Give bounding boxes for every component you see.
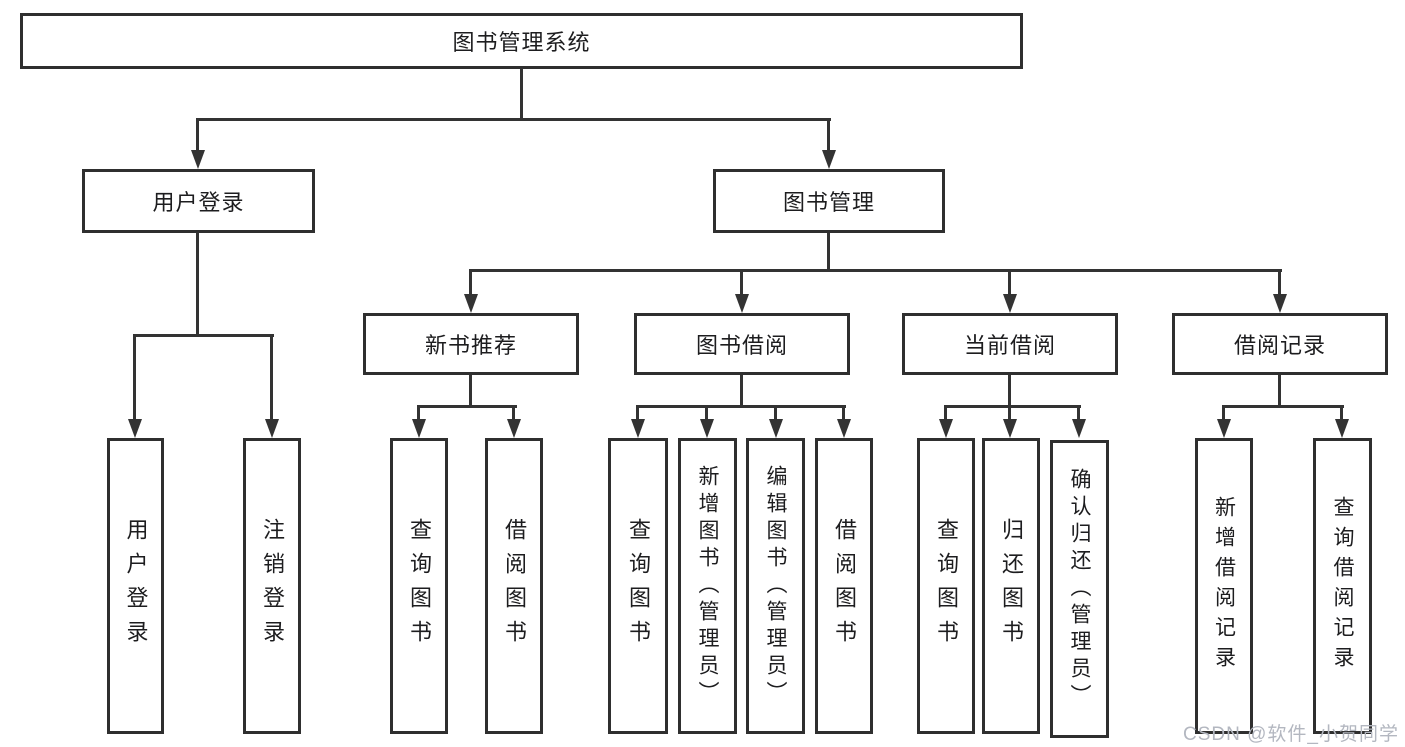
- connector-current-borrow-stem: [1008, 375, 1011, 408]
- leaf-g3-query-books-label: 查询图书: [626, 518, 651, 654]
- node-borrow-records: 借阅记录: [1172, 313, 1388, 375]
- arrowhead-leaf-user-login-icon: [128, 419, 142, 438]
- node-book-management-label: 图书管理: [782, 190, 875, 215]
- connector-user-login-rail: [133, 334, 274, 337]
- leaf-g3-add-books-admin: 新增图书（管理员）: [678, 438, 737, 734]
- arrowhead-leaf-logout-icon: [265, 419, 279, 438]
- connector-level2-rail: [196, 118, 831, 121]
- arrowhead-g4-return-icon: [1003, 419, 1017, 438]
- node-borrow-records-label: 借阅记录: [1233, 333, 1326, 358]
- node-user-login-label: 用户登录: [152, 190, 245, 215]
- connector-drop-book-management: [827, 118, 830, 152]
- connector-drop-leaf-user-login: [133, 334, 136, 422]
- arrowhead-g4-confirm-icon: [1072, 419, 1086, 438]
- connector-drop-g3-query: [636, 405, 639, 422]
- leaf-g2-query-books: 查询图书: [390, 438, 448, 734]
- connector-drop-book-borrow: [740, 269, 743, 296]
- arrowhead-new-book-icon: [464, 294, 478, 313]
- connector-book-borrow-stem: [740, 375, 743, 408]
- arrowhead-borrow-records-icon: [1273, 294, 1287, 313]
- connector-drop-g2-query: [417, 405, 420, 422]
- leaf-g2-borrow-books: 借阅图书: [485, 438, 543, 734]
- connector-drop-borrow-records: [1278, 269, 1281, 296]
- node-current-borrow: 当前借阅: [902, 313, 1118, 375]
- leaf-g3-borrow-books-label: 借阅图书: [832, 518, 857, 654]
- node-user-login: 用户登录: [82, 169, 315, 233]
- connector-new-book-stem: [469, 375, 472, 408]
- connector-borrow-records-stem: [1278, 375, 1281, 408]
- leaf-g5-query-borrow-record: 查询借阅记录: [1313, 438, 1372, 734]
- arrowhead-book-borrow-icon: [735, 294, 749, 313]
- arrowhead-g2-query-icon: [412, 419, 426, 438]
- arrowhead-g5-add-icon: [1217, 419, 1231, 438]
- arrowhead-book-management-icon: [822, 150, 836, 169]
- leaf-g3-edit-books-admin: 编辑图书（管理员）: [746, 438, 805, 734]
- leaf-g3-borrow-books: 借阅图书: [815, 438, 873, 734]
- leaf-g5-add-borrow-record: 新增借阅记录: [1195, 438, 1253, 734]
- arrowhead-g3-add-icon: [700, 419, 714, 438]
- arrowhead-current-borrow-icon: [1003, 294, 1017, 313]
- arrowhead-user-login-icon: [191, 150, 205, 169]
- connector-book-management-stem: [827, 233, 830, 271]
- leaf-g3-edit-books-admin-label: 编辑图书（管理员）: [764, 464, 787, 708]
- arrowhead-g2-borrow-icon: [507, 419, 521, 438]
- node-book-borrow-label: 图书借阅: [695, 333, 788, 358]
- leaf-g4-confirm-return-admin-label: 确认归还（管理员）: [1068, 467, 1091, 711]
- connector-borrow-records-rail: [1222, 405, 1344, 408]
- arrowhead-g3-query-icon: [631, 419, 645, 438]
- connector-drop-g2-borrow: [512, 405, 515, 422]
- leaf-g4-return-books: 归还图书: [982, 438, 1040, 734]
- connector-drop-g5-query: [1340, 405, 1343, 422]
- leaf-g3-query-books: 查询图书: [608, 438, 668, 734]
- connector-current-borrow-rail: [944, 405, 1081, 408]
- leaf-g3-add-books-admin-label: 新增图书（管理员）: [696, 464, 719, 708]
- leaf-g4-query-books: 查询图书: [917, 438, 975, 734]
- leaf-g2-borrow-books-label: 借阅图书: [502, 518, 527, 654]
- node-book-management: 图书管理: [713, 169, 945, 233]
- leaf-user-login-label: 用户登录: [123, 518, 149, 654]
- connector-drop-g3-borrow: [842, 405, 845, 422]
- node-new-book-recommend-label: 新书推荐: [424, 333, 517, 358]
- node-current-borrow-label: 当前借阅: [963, 333, 1056, 358]
- leaf-logout: 注销登录: [243, 438, 301, 734]
- node-library-system-label: 图书管理系统: [452, 30, 591, 55]
- connector-level3-rail: [469, 269, 1282, 272]
- node-new-book-recommend: 新书推荐: [363, 313, 579, 375]
- connector-user-login-stem: [196, 232, 199, 337]
- leaf-g5-add-borrow-record-label: 新增借阅记录: [1212, 496, 1236, 676]
- connector-new-book-rail: [417, 405, 517, 408]
- connector-drop-g4-confirm: [1077, 405, 1080, 422]
- connector-drop-g4-query: [944, 405, 947, 422]
- leaf-user-login: 用户登录: [107, 438, 164, 734]
- connector-drop-g3-add: [705, 405, 708, 422]
- arrowhead-g3-edit-icon: [769, 419, 783, 438]
- node-book-borrow: 图书借阅: [634, 313, 850, 375]
- connector-drop-g5-add: [1222, 405, 1225, 422]
- watermark: CSDN @软件_小贺同学: [1183, 724, 1399, 745]
- leaf-g4-query-books-label: 查询图书: [934, 518, 959, 654]
- connector-drop-g3-edit: [774, 405, 777, 422]
- leaf-g4-return-books-label: 归还图书: [999, 518, 1024, 654]
- node-library-system: 图书管理系统: [20, 13, 1023, 69]
- connector-drop-current-borrow: [1008, 269, 1011, 296]
- connector-drop-new-book: [469, 269, 472, 296]
- arrowhead-g3-borrow-icon: [837, 419, 851, 438]
- connector-book-borrow-rail: [636, 405, 846, 408]
- leaf-g5-query-borrow-record-label: 查询借阅记录: [1331, 496, 1354, 676]
- connector-drop-g4-return: [1008, 405, 1011, 422]
- arrowhead-g5-query-icon: [1335, 419, 1349, 438]
- leaf-g4-confirm-return-admin: 确认归还（管理员）: [1050, 440, 1109, 738]
- arrowhead-g4-query-icon: [939, 419, 953, 438]
- connector-root-stem: [520, 68, 523, 120]
- leaf-g2-query-books-label: 查询图书: [407, 518, 432, 654]
- connector-drop-user-login: [196, 118, 199, 152]
- leaf-logout-label: 注销登录: [260, 518, 285, 654]
- connector-drop-leaf-logout: [270, 334, 273, 422]
